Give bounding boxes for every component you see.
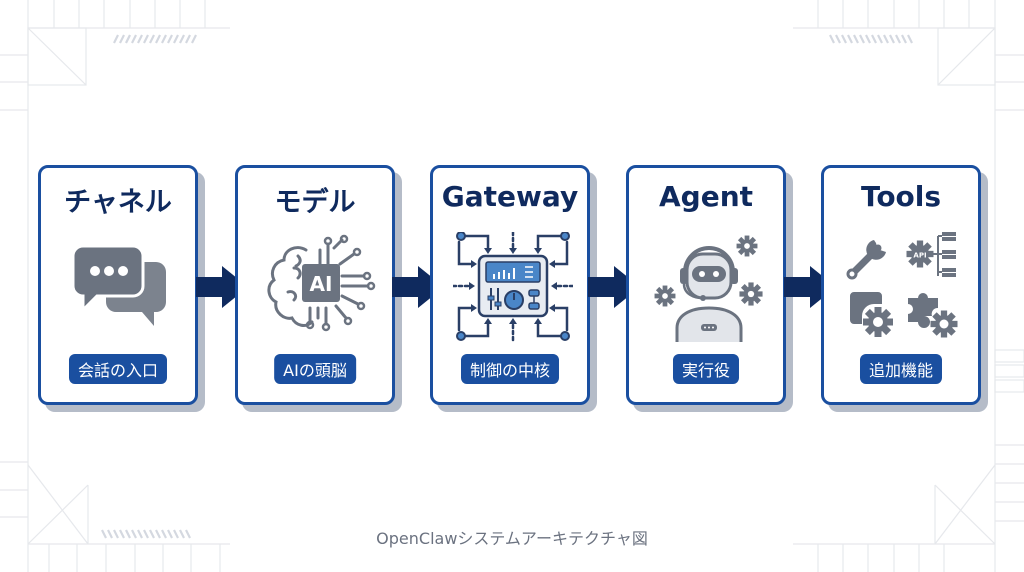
plugin-icon: [908, 293, 958, 338]
card-title: Tools: [860, 180, 942, 213]
card-title: Gateway: [441, 180, 579, 213]
robot-agent-icon: [654, 235, 763, 342]
card-title: Agent: [658, 180, 754, 213]
wrench-icon: [846, 240, 886, 280]
card-title: チャネル: [64, 187, 172, 218]
chat-bubbles-icon: [71, 244, 166, 326]
ai-brain-icon: AI: [267, 234, 376, 332]
ai-chip-label: AI: [310, 272, 333, 296]
settings-box-icon: [850, 292, 893, 337]
tools-icon: API: [846, 232, 958, 338]
api-icon: API: [906, 232, 956, 277]
diagram-caption: OpenClawシステムアーキテクチャ図: [376, 529, 648, 548]
control-panel-icon: [453, 232, 573, 342]
card-model: モデル AI AIの頭脳: [235, 165, 395, 405]
card-subtitle-badge: AIの頭脳: [274, 354, 356, 384]
card-tools: Tools API: [821, 165, 981, 405]
card-subtitle-badge: 制御の中核: [460, 354, 560, 384]
card-title: モデル: [274, 187, 356, 218]
card-channel: チャネル 会話の入口: [38, 165, 198, 405]
api-label: API: [913, 252, 926, 260]
card-subtitle-badge: 追加機能: [859, 354, 943, 384]
card-gateway: Gateway 制御の: [430, 165, 590, 405]
card-subtitle-badge: 実行役: [672, 354, 740, 384]
card-subtitle-badge: 会話の入口: [68, 354, 168, 384]
card-agent: Agent 実行役: [626, 165, 786, 405]
